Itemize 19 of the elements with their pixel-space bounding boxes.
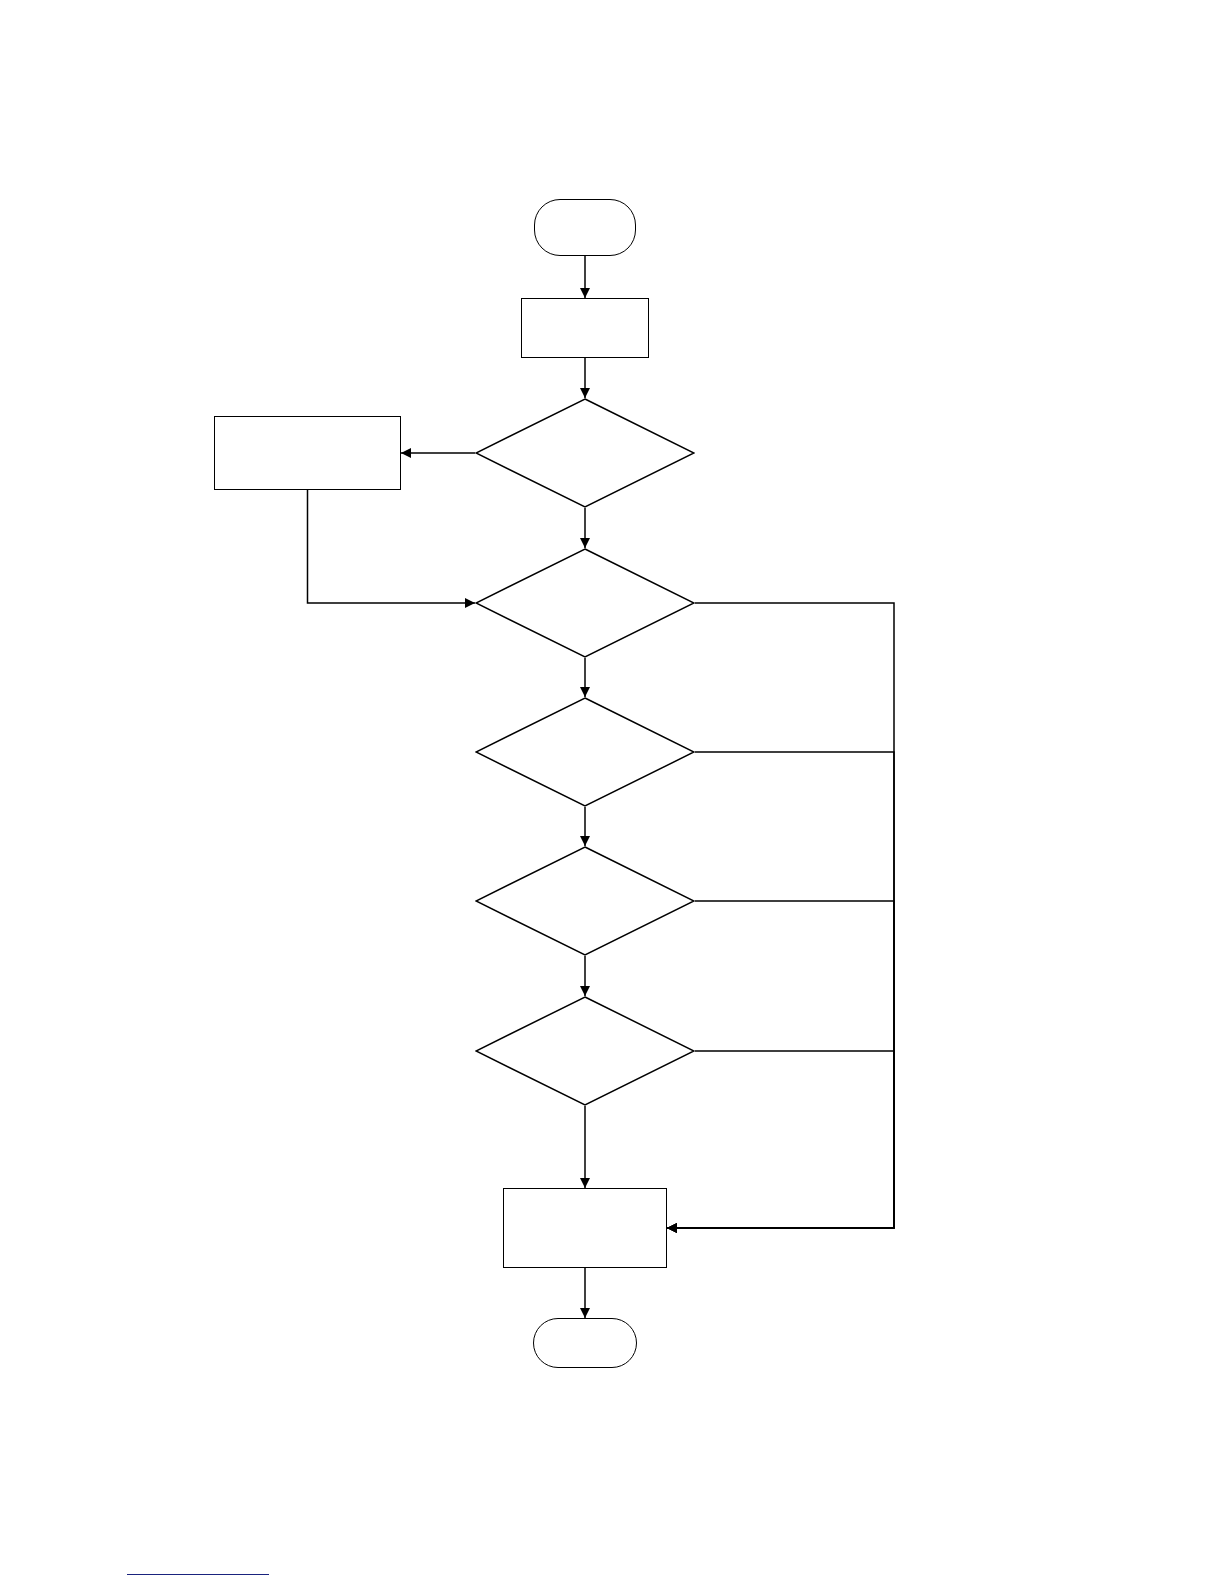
arrow	[580, 657, 590, 698]
decision-diamond	[475, 398, 695, 508]
arrow	[580, 507, 590, 549]
decision-diamond	[475, 697, 695, 807]
arrow	[580, 255, 590, 299]
arrow	[306, 489, 476, 608]
arrow	[580, 955, 590, 997]
process-box	[503, 1188, 667, 1268]
process-box	[214, 416, 401, 490]
decision-diamond	[475, 846, 695, 956]
arrow	[666, 1050, 895, 1233]
arrow	[580, 1267, 590, 1319]
decision-diamond	[475, 996, 695, 1106]
arrow	[580, 806, 590, 847]
arrow	[580, 1105, 590, 1189]
process-box	[521, 298, 649, 358]
decision-diamond	[475, 548, 695, 658]
arrow	[400, 448, 476, 458]
arrow	[580, 357, 590, 399]
